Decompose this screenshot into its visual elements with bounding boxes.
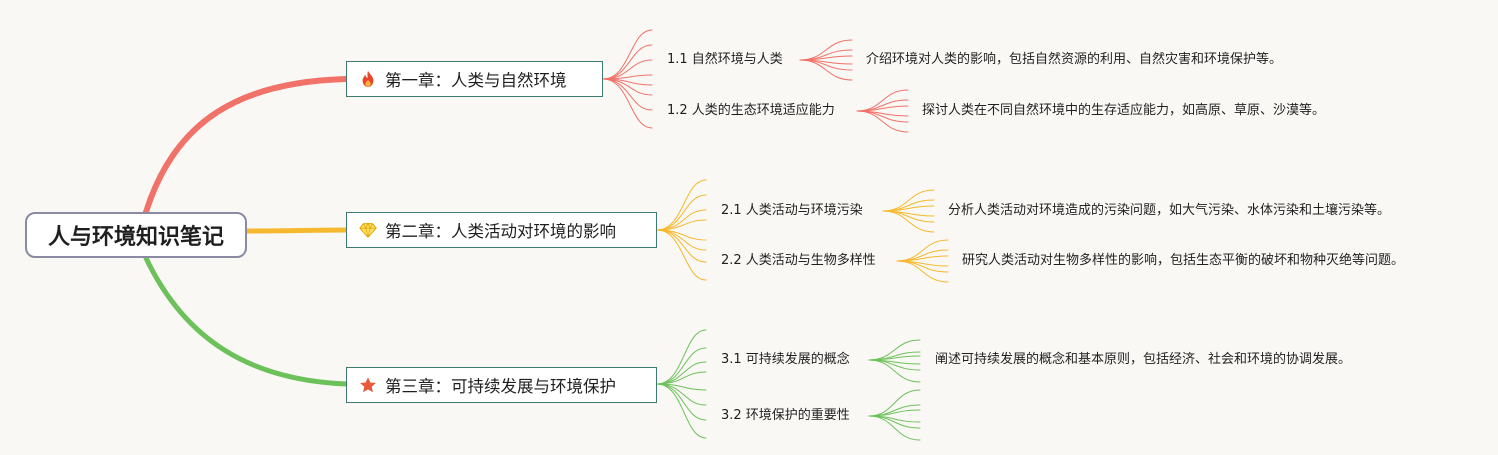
detail-1-2[interactable]: 探讨人类在不同自然环境中的生存适应能力，如高原、草原、沙漠等。 <box>922 103 1326 118</box>
branch-chapter-2 <box>244 227 349 234</box>
chapter-2-topic[interactable]: 第二章：人类活动对环境的影响 <box>346 212 657 248</box>
fan-section-3-2-5 <box>868 415 921 441</box>
fan-chapter-1-1 <box>602 44 653 80</box>
fan-section-1-1-5 <box>799 59 853 81</box>
fan-section-2-1-4 <box>882 210 935 223</box>
fan-chapter-2-1 <box>656 194 707 231</box>
section-1-2[interactable]: 1.2 人类的生态环境适应能力 <box>667 103 835 118</box>
fan-section-1-1-2 <box>799 55 853 61</box>
section-3-2[interactable]: 3.2 环境保护的重要性 <box>721 408 850 423</box>
section-1-1[interactable]: 1.1 自然环境与人类 <box>667 52 783 67</box>
fan-section-2-2-4 <box>896 260 949 273</box>
section-2-2[interactable]: 2.2 人类活动与生物多样性 <box>721 253 876 268</box>
fan-section-3-1-2 <box>868 355 921 361</box>
fan-section-3-2-0 <box>868 389 921 417</box>
chapter-3-label: 第三章：可持续发展与环境保护 <box>385 377 616 396</box>
fan-chapter-1-3 <box>602 74 653 80</box>
fan-chapter-3-7 <box>656 383 707 439</box>
fan-chapter-2-0 <box>656 179 707 231</box>
detail-3-1[interactable]: 阐述可持续发展的概念和基本原则，包括经济、社会和环境的协调发展。 <box>935 352 1352 367</box>
fan-chapter-3-5 <box>656 383 707 406</box>
chapter-1-label: 第一章：人类与自然环境 <box>385 71 567 90</box>
chapter-3-topic[interactable]: 第三章：可持续发展与环境保护 <box>346 367 657 403</box>
fan-section-1-2-1 <box>856 99 909 112</box>
fan-chapter-2-2 <box>656 209 707 231</box>
chapter-1-topic[interactable]: 第一章：人类与自然环境 <box>346 61 603 97</box>
chapter-2-label: 第二章：人类活动对环境的影响 <box>385 222 616 241</box>
branch-chapter-3 <box>143 255 349 387</box>
fan-section-1-2-4 <box>856 110 909 123</box>
section-2-1[interactable]: 2.1 人类活动与环境污染 <box>721 203 863 218</box>
fan-section-3-1-5 <box>868 359 921 383</box>
fan-section-3-1-0 <box>868 339 921 361</box>
fan-section-1-2-5 <box>856 110 909 133</box>
fire-icon <box>362 70 374 88</box>
fan-chapter-2-5 <box>656 229 707 251</box>
fan-section-2-2-1 <box>896 249 949 262</box>
star-icon <box>360 377 376 393</box>
fan-section-2-1-1 <box>882 199 935 212</box>
detail-1-1[interactable]: 介绍环境对人类的影响，包括自然资源的利用、自然灾害和环境保护等。 <box>866 52 1283 67</box>
detail-2-1[interactable]: 分析人类活动对环境造成的污染问题，如大气污染、水体污染和土壤污染等。 <box>948 203 1391 218</box>
fan-section-2-2-5 <box>896 260 949 283</box>
detail-2-2[interactable]: 研究人类活动对生物多样性的影响，包括生态平衡的破坏和物种灭绝等问题。 <box>962 253 1405 268</box>
root-topic[interactable]: 人与环境知识笔记 <box>25 212 247 258</box>
fan-section-2-1-5 <box>882 210 935 233</box>
branch-chapter-1 <box>143 76 349 215</box>
diamond-icon <box>359 222 377 238</box>
root-topic-label: 人与环境知识笔记 <box>47 225 224 250</box>
fan-chapter-1-2 <box>602 59 653 80</box>
section-3-1[interactable]: 3.1 可持续发展的概念 <box>721 352 850 367</box>
fan-chapter-1-0 <box>602 29 653 80</box>
fan-chapter-3-0 <box>656 329 707 385</box>
fan-chapter-2-7 <box>656 229 707 281</box>
fan-chapter-1-7 <box>602 78 653 129</box>
